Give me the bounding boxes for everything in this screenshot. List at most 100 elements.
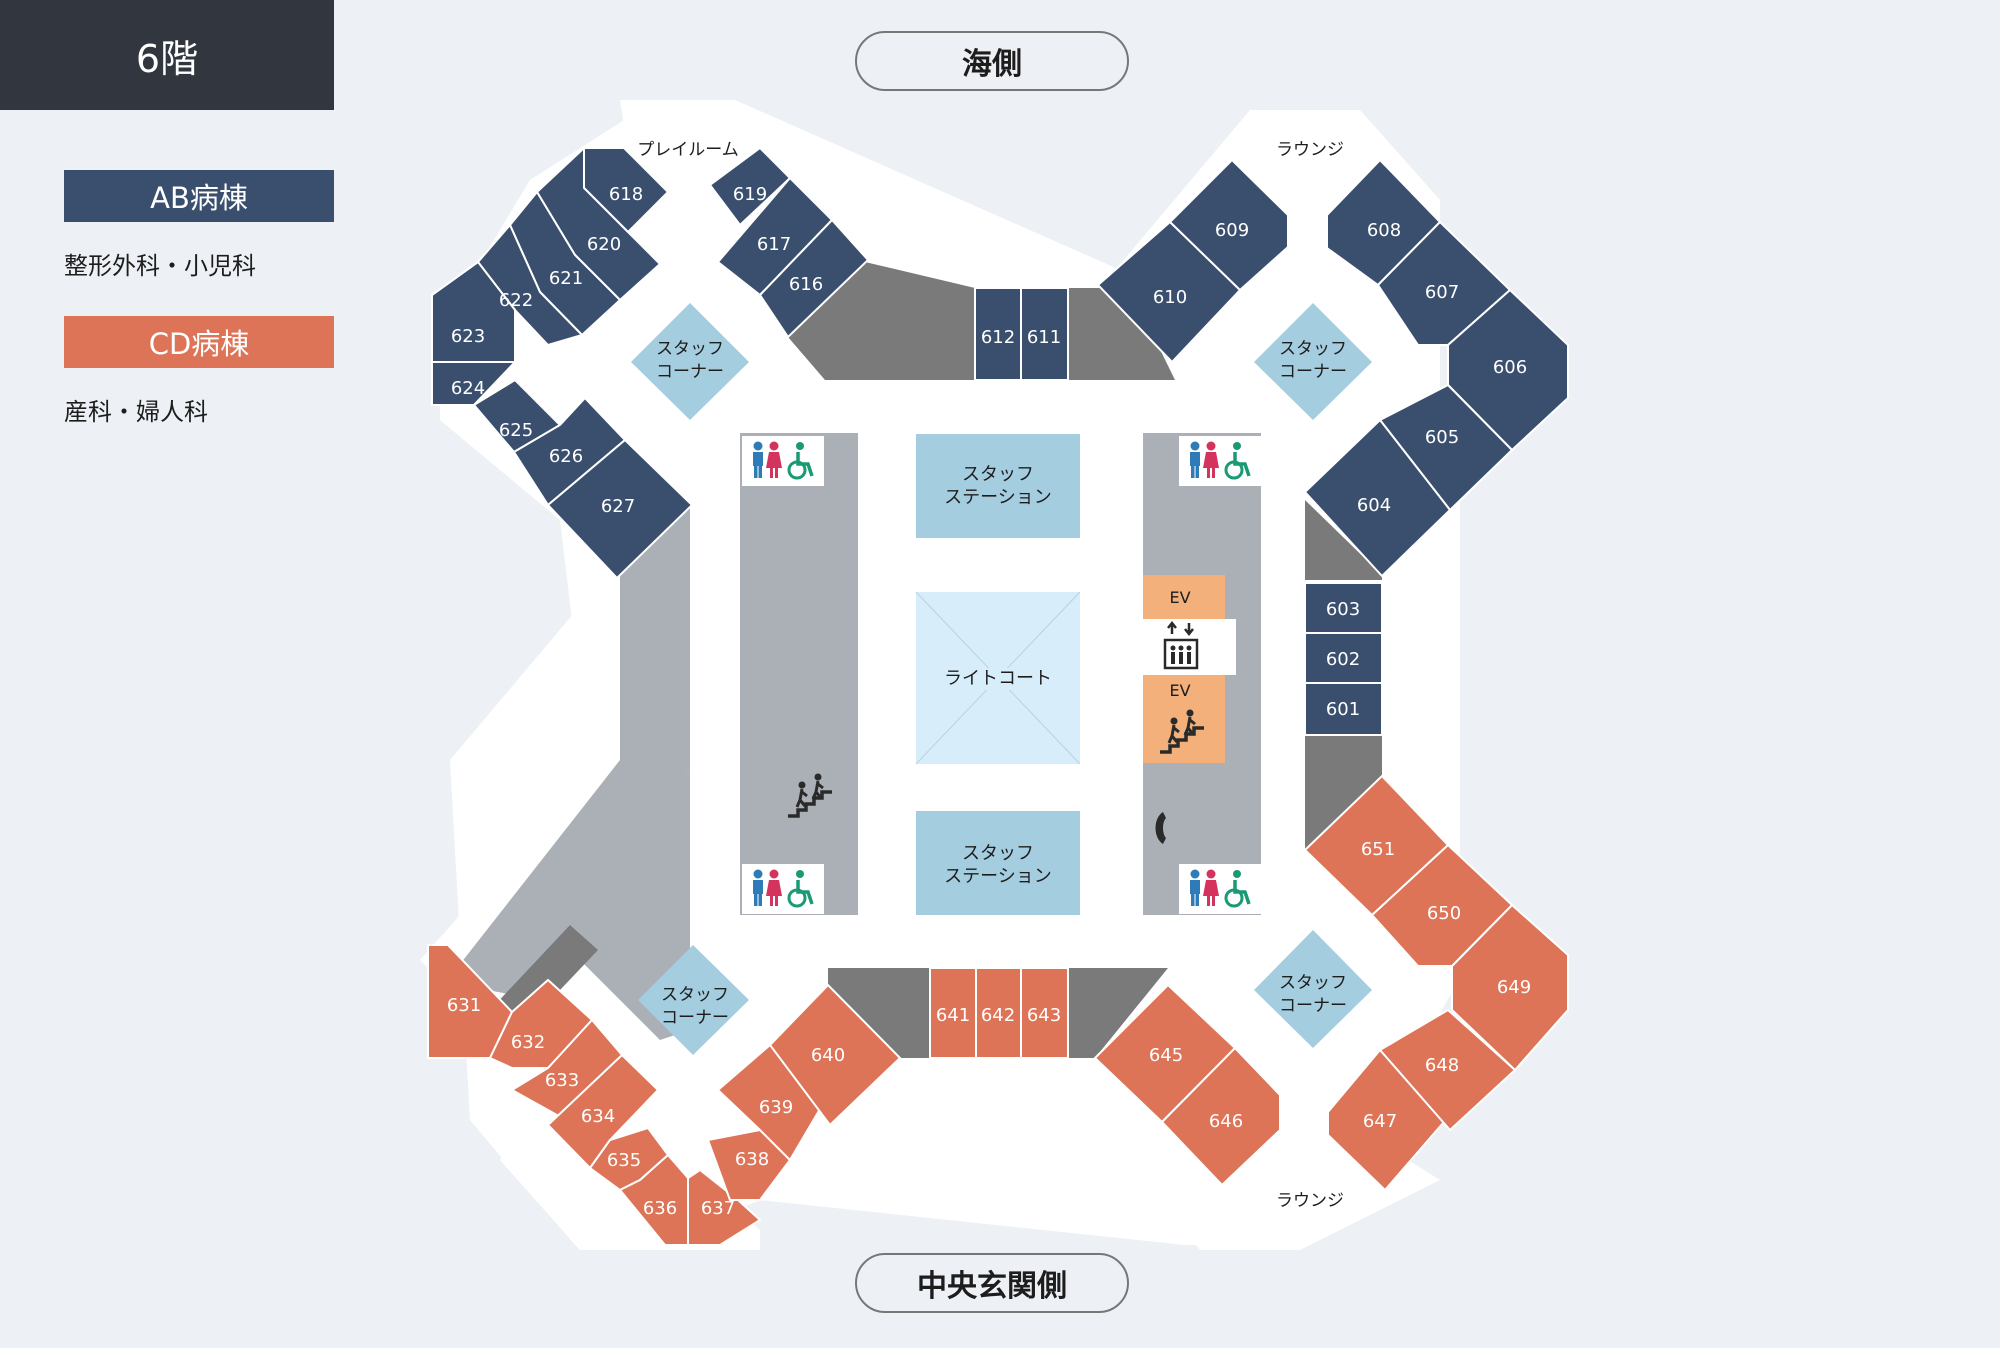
staff-station-south	[916, 811, 1080, 915]
staff-corner-label: スタッフ	[656, 339, 724, 359]
room-number: 619	[733, 184, 767, 205]
room-641	[929, 967, 977, 1059]
room-number: 631	[447, 995, 481, 1016]
room-number: 601	[1326, 699, 1360, 720]
room-number: 650	[1427, 903, 1461, 924]
restroom-icon	[740, 862, 826, 916]
phone-icon	[1155, 812, 1166, 844]
room-616	[758, 218, 870, 339]
room-number: 616	[789, 274, 823, 295]
room-number: 651	[1361, 839, 1395, 860]
lounge-label: ラウンジ	[1276, 140, 1344, 160]
room-number: 626	[549, 446, 583, 467]
room-number: 640	[811, 1045, 845, 1066]
room-601	[1304, 682, 1383, 736]
staff-station-label: ステーション	[944, 866, 1052, 887]
room-number: 642	[981, 1005, 1015, 1026]
room-number: 633	[545, 1070, 579, 1091]
room-number: 635	[607, 1150, 641, 1171]
room-651	[1303, 774, 1450, 917]
elevator-label: EV	[1169, 588, 1190, 607]
room-number: 643	[1027, 1005, 1061, 1026]
light-court-label: ライトコート	[944, 668, 1052, 689]
room-number: 623	[451, 326, 485, 347]
room-number: 611	[1027, 327, 1061, 348]
room-647	[1327, 1048, 1452, 1192]
room-number: 624	[451, 378, 485, 399]
room-642	[975, 967, 1022, 1059]
room-number: 632	[511, 1032, 545, 1053]
elevator-label: EV	[1169, 681, 1190, 700]
staff-corner-label: スタッフ	[1279, 973, 1347, 993]
room-number: 627	[601, 496, 635, 517]
room-637	[687, 1168, 762, 1246]
staff-corner-label: コーナー	[661, 1008, 729, 1028]
room-number: 607	[1425, 282, 1459, 303]
legend-ab-desc: 整形外科・小児科	[64, 252, 256, 280]
room-604	[1303, 418, 1452, 578]
restroom-icon	[740, 434, 826, 488]
room-612	[974, 287, 1022, 381]
room-number: 622	[499, 290, 533, 311]
staff-station-label: ステーション	[944, 487, 1052, 508]
room-number: 647	[1363, 1111, 1397, 1132]
room-number: 625	[499, 420, 533, 441]
room-634	[546, 1053, 660, 1170]
room-number: 637	[701, 1198, 735, 1219]
room-number: 620	[587, 234, 621, 255]
staff-corner-label: スタッフ	[661, 985, 729, 1005]
room-627	[546, 438, 694, 580]
staff-corner	[631, 303, 1372, 1055]
room-609	[1168, 158, 1289, 292]
staff-corner-label: コーナー	[656, 362, 724, 382]
lounge-label: ラウンジ	[1276, 1191, 1344, 1211]
room-number: 649	[1497, 977, 1531, 998]
room-number: 605	[1425, 427, 1459, 448]
direction-bottom-entrance: 中央玄関側	[855, 1253, 1129, 1313]
room-number: 608	[1367, 220, 1401, 241]
room-646	[1160, 1046, 1281, 1187]
legend-ab-chip: AB病棟	[64, 170, 334, 222]
room-number: 636	[643, 1198, 677, 1219]
room-638	[706, 1128, 792, 1201]
room-number: 610	[1153, 287, 1187, 308]
room-number: 639	[759, 1097, 793, 1118]
room-611	[1020, 287, 1069, 381]
room-number: 621	[549, 268, 583, 289]
room-number: 638	[735, 1149, 769, 1170]
room-number: 612	[981, 327, 1015, 348]
room-number: 606	[1493, 357, 1527, 378]
room-number: 603	[1326, 599, 1360, 620]
legend-cd-chip: CD病棟	[64, 316, 334, 368]
staff-station-label: スタッフ	[962, 843, 1034, 864]
room-number: 641	[936, 1005, 970, 1026]
room-number: 648	[1425, 1055, 1459, 1076]
staff-station-north	[916, 434, 1080, 538]
elevator-ev-lower	[1143, 675, 1225, 763]
light-court	[915, 591, 1081, 765]
floor-label: 6階	[0, 0, 334, 110]
room-number: 618	[609, 184, 643, 205]
elevator-icon	[1143, 619, 1236, 675]
room-643	[1020, 967, 1069, 1059]
restroom-icon	[1177, 434, 1263, 488]
legend-cd-desc: 産科・婦人科	[64, 398, 208, 426]
elevator-ev-upper	[1143, 575, 1225, 619]
room-number: 609	[1215, 220, 1249, 241]
room-number: 617	[757, 234, 791, 255]
direction-top-sea: 海側	[855, 31, 1129, 91]
staff-corner-label: スタッフ	[1279, 339, 1347, 359]
staff-corner-label: コーナー	[1279, 996, 1347, 1016]
room-626	[512, 396, 627, 507]
staff-corner-label: コーナー	[1279, 362, 1347, 382]
playroom-label: プレイルーム	[637, 140, 739, 160]
staff-station-label: スタッフ	[962, 464, 1034, 485]
room-number: 602	[1326, 649, 1360, 670]
restroom-icon	[1177, 862, 1263, 916]
room-602	[1304, 632, 1383, 684]
room-number: 604	[1357, 495, 1391, 516]
room-number: 645	[1149, 1045, 1183, 1066]
room-623	[431, 260, 516, 363]
room-number: 634	[581, 1106, 615, 1127]
